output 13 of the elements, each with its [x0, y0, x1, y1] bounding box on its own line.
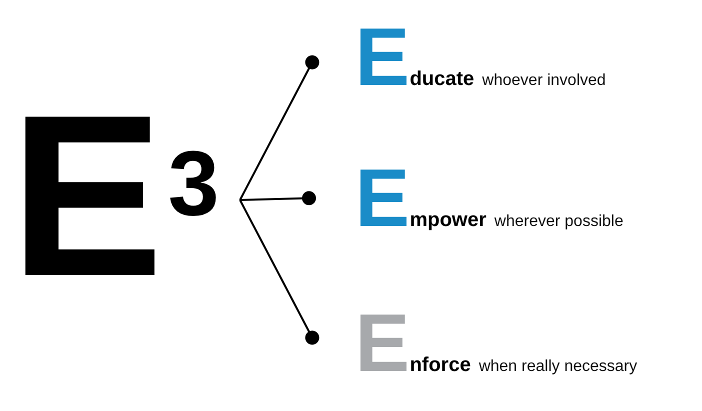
keyword: ducate [410, 69, 474, 89]
connector-line [239, 55, 320, 200]
keyword: mpower [410, 210, 486, 230]
connector-line [240, 191, 316, 206]
keyword: nforce [410, 355, 471, 375]
title-mark: E$^{3}$ [10, 81, 240, 311]
description: when really necessary [478, 359, 638, 375]
initial-letter: E [355, 158, 410, 240]
description: wherever possible [494, 214, 624, 230]
connector-line [239, 200, 320, 345]
initial-letter: E [355, 17, 410, 99]
description: whoever involved [482, 73, 606, 89]
initial-letter: E [355, 303, 410, 385]
